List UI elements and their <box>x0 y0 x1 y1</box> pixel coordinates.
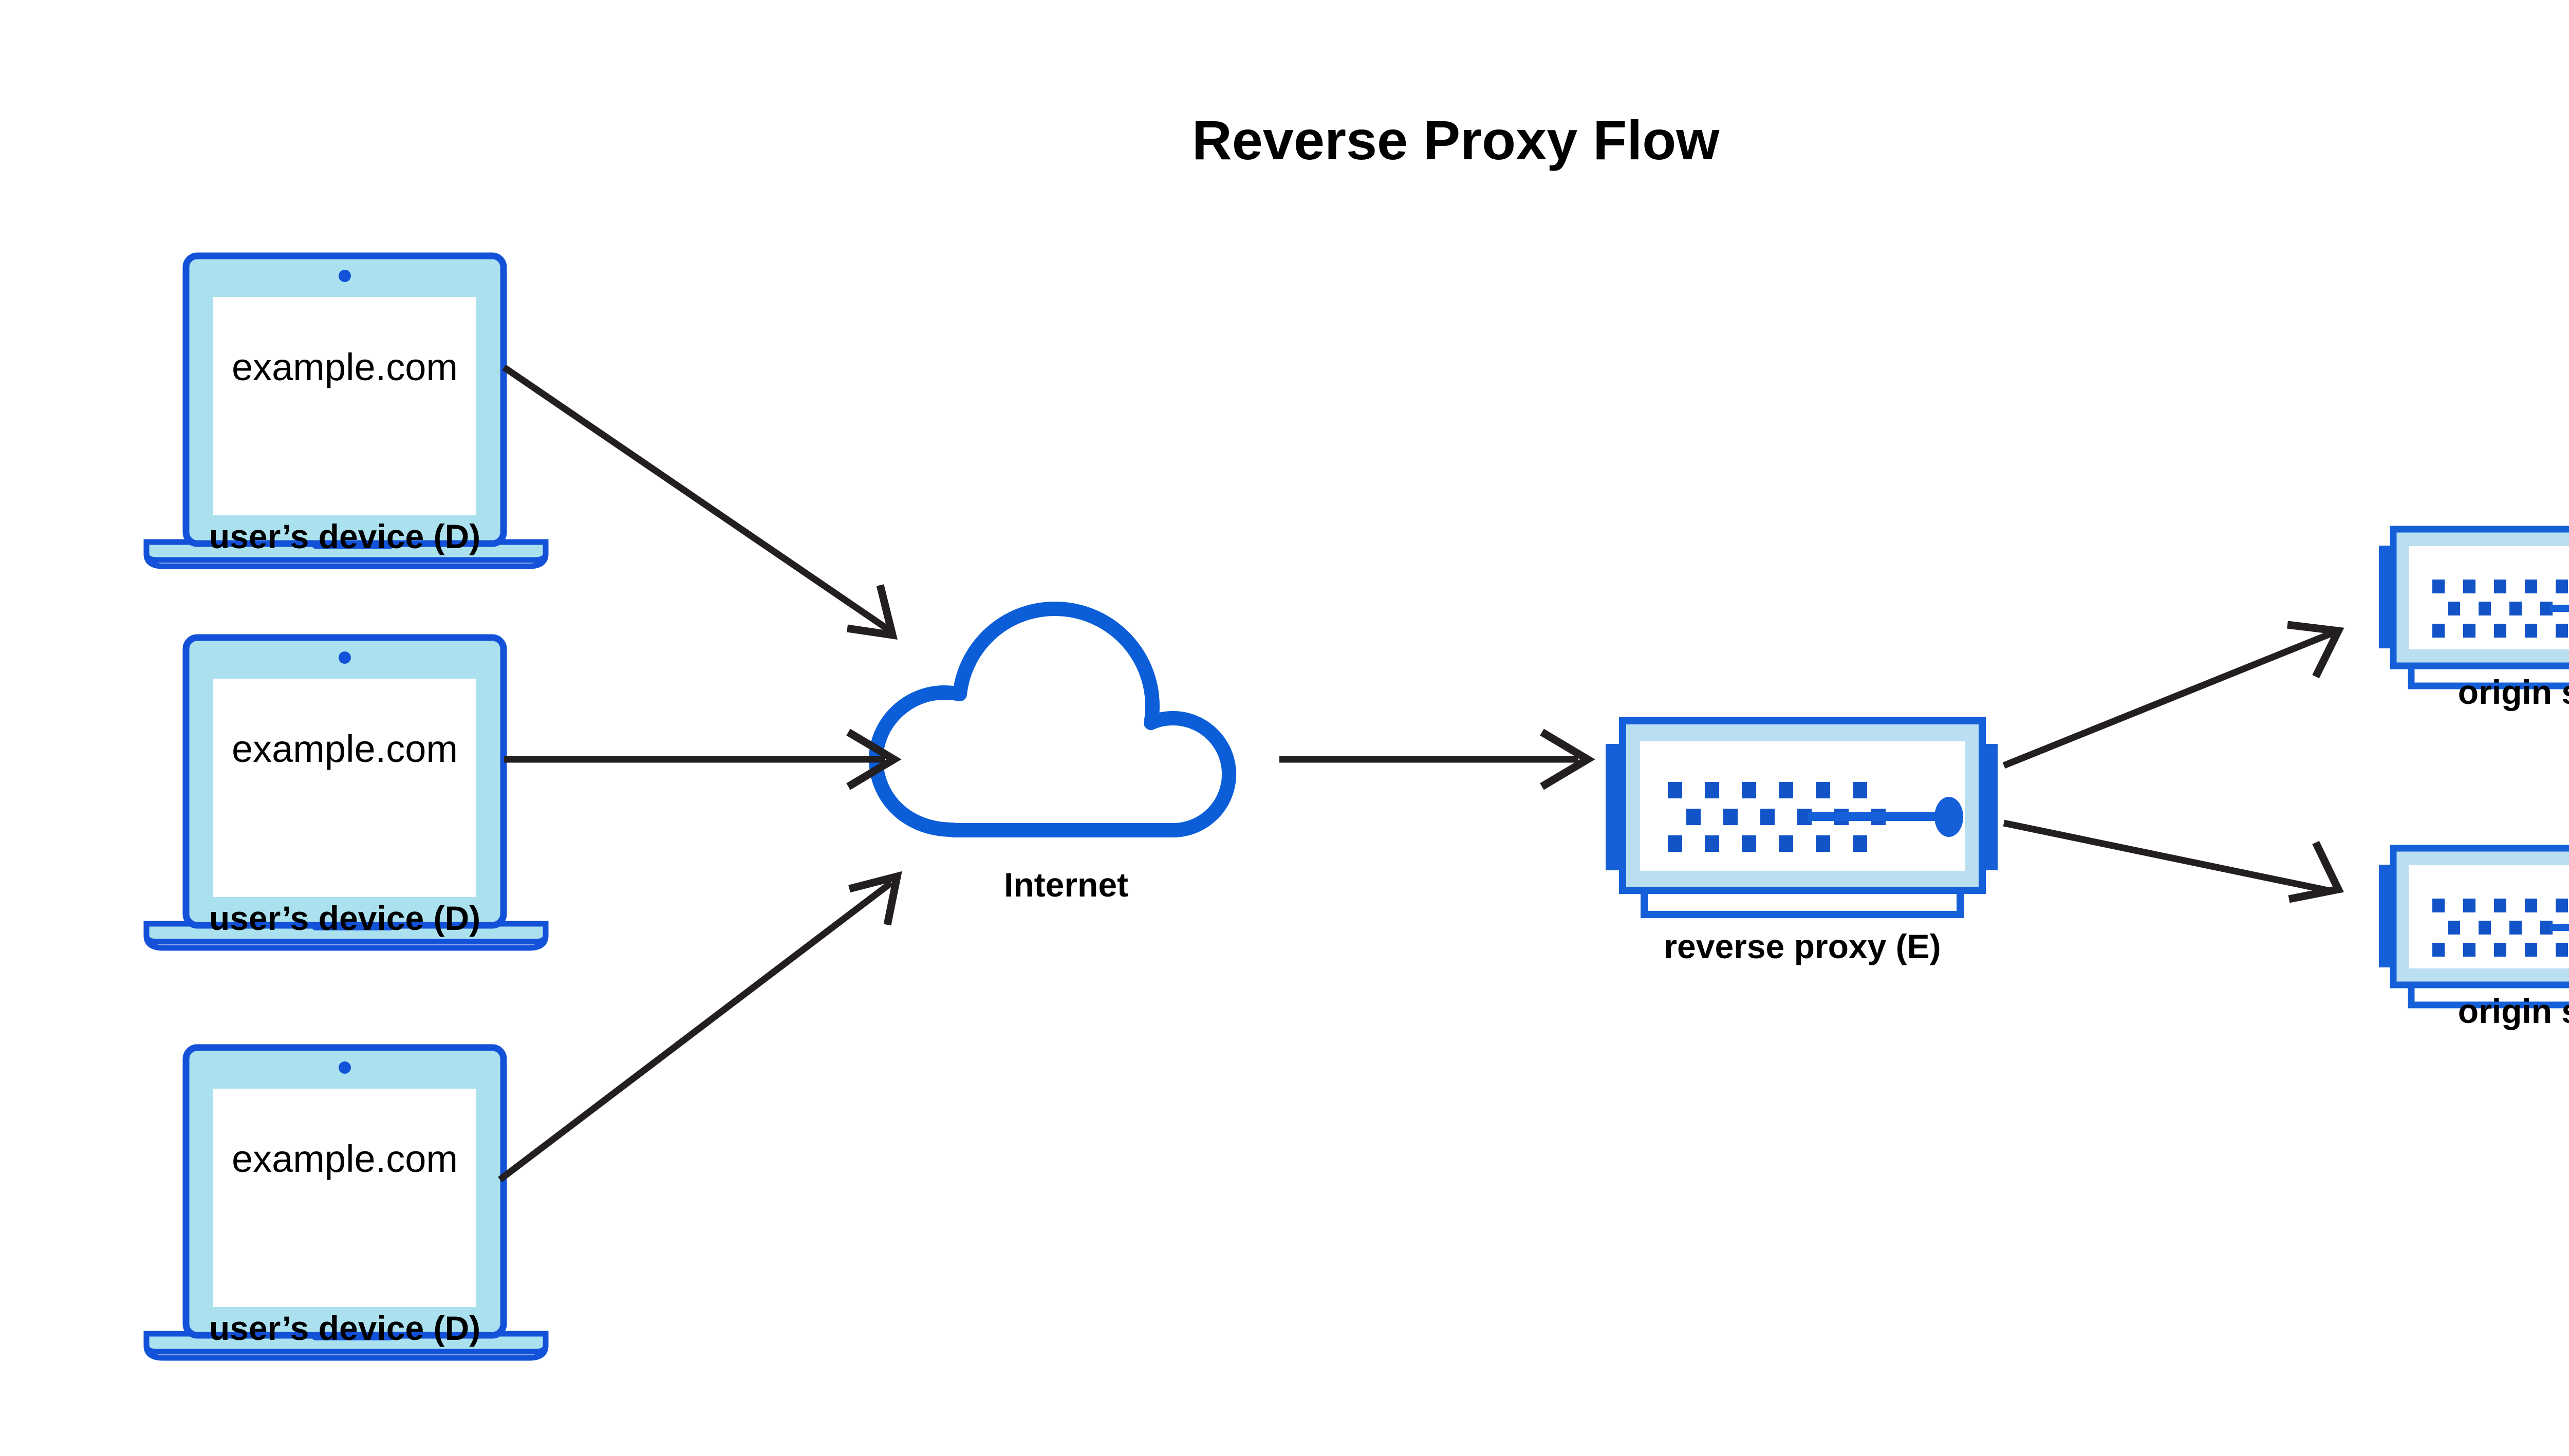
laptop-icon: example.com <box>143 252 549 569</box>
server-status-line <box>2550 605 2569 612</box>
laptop-screen-text: example.com <box>232 346 458 388</box>
internet-label: Internet <box>1004 866 1128 904</box>
device-1-label: user’s device (D) <box>209 517 480 555</box>
edge-device3-internet <box>498 871 902 1183</box>
origin-1-label: origin server (F) <box>2458 673 2569 711</box>
laptop-icon: example.com <box>143 634 549 951</box>
server-icon <box>2379 526 2569 689</box>
cloud-icon <box>869 602 1236 837</box>
cloud-shape <box>869 602 1236 837</box>
server-status-line <box>1808 812 1942 821</box>
device-3-label: user’s device (D) <box>209 1309 480 1347</box>
edge-proxy-origin2 <box>2003 819 2344 903</box>
laptop-screen <box>213 297 476 515</box>
laptop-camera-icon <box>339 1061 351 1074</box>
server-led-grid <box>2432 899 2568 957</box>
server-icon <box>1606 717 1998 918</box>
server-status-dot <box>1934 797 1963 837</box>
reverse-proxy-label: reverse proxy (E) <box>1664 927 1941 965</box>
server-faceplate <box>1640 741 1965 871</box>
laptop-screen <box>213 1089 476 1307</box>
laptop-camera-icon <box>339 651 351 664</box>
device-2-label: user’s device (D) <box>209 899 480 937</box>
laptop-screen-text: example.com <box>232 1137 458 1180</box>
server-led-grid <box>2432 580 2568 638</box>
edge-device2-internet <box>504 729 902 790</box>
laptop-screen <box>213 679 476 897</box>
diagram-title: Reverse Proxy Flow <box>1192 109 1720 171</box>
edge-proxy-origin1 <box>2002 621 2344 769</box>
laptop-screen-text: example.com <box>232 727 458 770</box>
origin-2-label: origin server (F) <box>2458 992 2569 1030</box>
laptop-icon: example.com <box>143 1044 549 1361</box>
server-shelf <box>1641 887 1964 918</box>
server-status-line <box>2550 924 2569 931</box>
edge-device1-internet <box>502 364 898 640</box>
edge-internet-proxy <box>1279 729 1595 790</box>
server-icon <box>2379 845 2569 1009</box>
laptop-camera-icon <box>339 270 351 282</box>
